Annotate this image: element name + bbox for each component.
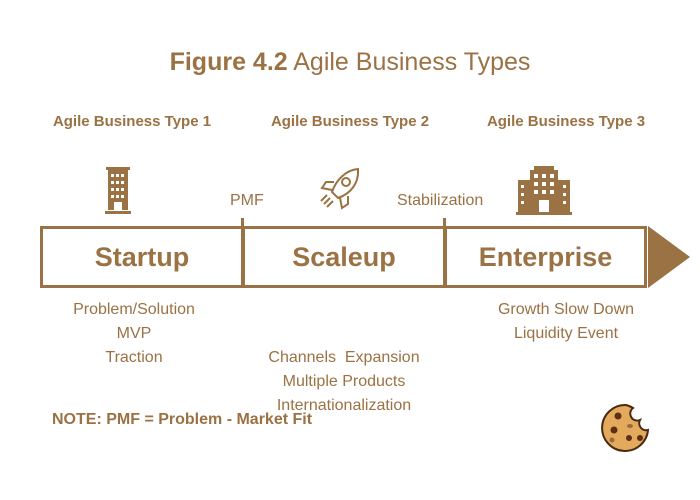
type-label-1: Agile Business Type 1 bbox=[52, 113, 212, 130]
arrow-head-icon bbox=[648, 226, 690, 288]
note: NOTE: PMF = Problem - Market Fit bbox=[52, 411, 313, 428]
cookie-icon bbox=[601, 403, 650, 452]
type-label-2: Agile Business Type 2 bbox=[270, 113, 430, 130]
milestone-stabilization: Stabilization bbox=[397, 192, 484, 209]
milestone-tick bbox=[241, 218, 244, 228]
enterprise-building-icon bbox=[516, 166, 572, 215]
stage-enterprise: Enterprise bbox=[443, 229, 644, 285]
stage-startup: Startup bbox=[94, 241, 190, 272]
figure-title: Figure 4.2 Agile Business Types bbox=[169, 48, 531, 76]
milestone-tick bbox=[443, 218, 446, 228]
building-icon bbox=[105, 167, 131, 214]
type-label-3: Agile Business Type 3 bbox=[486, 113, 646, 130]
stage-scaleup: Scaleup bbox=[241, 229, 443, 285]
milestone-pmf: PMF bbox=[230, 192, 264, 209]
rocket-icon bbox=[320, 167, 360, 210]
timeline-bar: Startup Scaleup Enterprise bbox=[40, 226, 647, 288]
